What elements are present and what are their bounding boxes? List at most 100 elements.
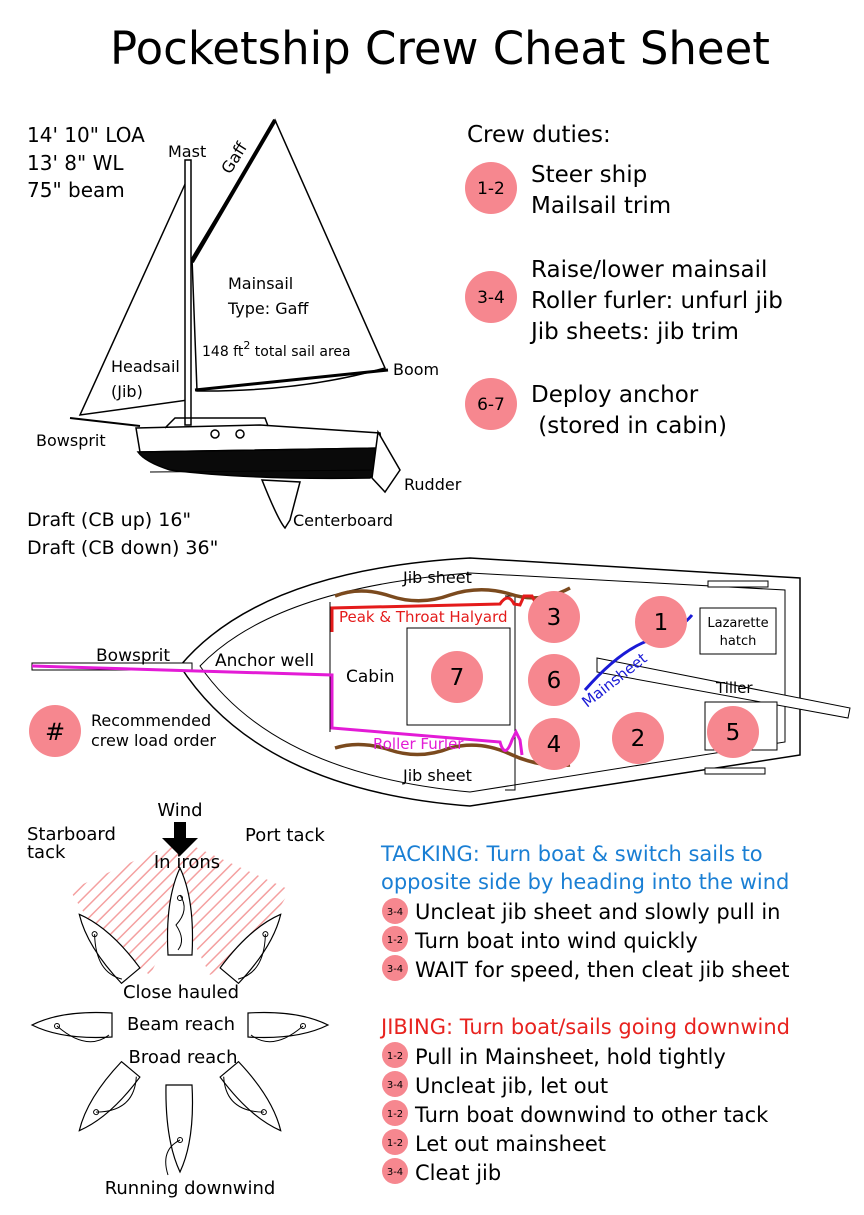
mast-spar xyxy=(184,159,192,426)
badge-circle xyxy=(465,162,517,214)
label-beam-reach: Beam reach xyxy=(127,1014,235,1035)
draft-specs: Draft (CB up) 16" Draft (CB down) 36" xyxy=(27,509,218,559)
cockpit-outline xyxy=(505,595,516,791)
label-centerboard: Centerboard xyxy=(293,511,393,530)
jib-sheet-top-line xyxy=(334,586,571,603)
side-view-illustration xyxy=(69,118,401,530)
mainsail xyxy=(191,118,387,392)
jibing-step: Uncleat jib, let out xyxy=(415,1074,608,1098)
legend-line: Recommended xyxy=(91,711,211,730)
tacking-step: WAIT for speed, then cleat jib sheet xyxy=(415,958,790,982)
label-lazarette-hatch: hatch xyxy=(720,634,757,649)
crew-position-label: 3 xyxy=(547,605,562,631)
cleat xyxy=(704,767,766,775)
headsail-jib xyxy=(78,181,189,416)
label-roller-furler: Roller Furler xyxy=(373,735,464,753)
label-broad-reach: Broad reach xyxy=(129,1047,238,1068)
tacking-heading: TACKING: Turn boat & switch sails to xyxy=(380,842,763,866)
deck-plan: 1 2 3 4 5 6 7 Jib sheet Jib sheet Peak &… xyxy=(29,557,851,807)
jibing-step: Cleat jib xyxy=(415,1161,501,1185)
cabin-side xyxy=(164,417,269,429)
crew-position-label: 1 xyxy=(654,610,669,636)
label-rudder: Rudder xyxy=(404,475,462,494)
crew-position-label: 5 xyxy=(726,720,741,746)
boat-broad-reach-port xyxy=(219,1060,282,1132)
jibing-heading: JIBING: Turn boat/sails going downwind xyxy=(379,1015,790,1039)
badge-circle xyxy=(465,378,517,430)
label-bowsprit-deck: Bowsprit xyxy=(96,646,170,666)
label-close-hauled: Close hauled xyxy=(123,982,239,1003)
lazarette-hatch xyxy=(699,607,777,655)
step-badge xyxy=(382,1071,408,1097)
peak-throat-halyard-line xyxy=(330,594,540,632)
badge-label: 3-4 xyxy=(477,288,505,308)
step-badge xyxy=(382,926,408,952)
deck-inner-outline xyxy=(199,572,786,793)
duty-line: Deploy anchor xyxy=(531,382,699,408)
duty-line: Steer ship xyxy=(531,162,647,188)
duty-line: Jib sheets: jib trim xyxy=(529,319,739,345)
label-bowsprit-side: Bowsprit xyxy=(36,431,106,450)
wind-arrow-icon xyxy=(162,822,198,856)
centerboard xyxy=(260,479,301,530)
boat-close-hauled-starboard xyxy=(78,913,141,985)
porthole xyxy=(235,429,245,439)
rudder xyxy=(371,429,401,494)
crew-position-7 xyxy=(431,651,483,703)
duty-line: Roller furler: unfurl jib xyxy=(531,288,783,314)
label-lazarette: Lazarette xyxy=(707,616,768,631)
jibing-step: Pull in Mainsheet, hold tightly xyxy=(415,1045,726,1069)
label-sail-area: 148 ft2 total sail area xyxy=(202,339,351,360)
jibing-step: Turn boat downwind to other tack xyxy=(414,1103,769,1127)
spec-beam: 75" beam xyxy=(27,178,125,202)
boat-beam-reach-starboard xyxy=(30,1011,113,1043)
badge-circle xyxy=(465,271,517,323)
step-badge-label: 3-4 xyxy=(387,1080,403,1091)
tacking-heading: opposite side by heading into the wind xyxy=(381,870,789,894)
boat-specs: 14' 10" LOA 13' 8" WL 75" beam xyxy=(27,123,145,202)
legend-badge xyxy=(29,705,81,757)
tacking-step: Turn boat into wind quickly xyxy=(414,929,698,953)
badge-label: 1-2 xyxy=(477,179,505,199)
step-badge xyxy=(382,898,408,924)
spec-wl: 13' 8" WL xyxy=(27,151,124,175)
label-jib-sheet-bottom: Jib sheet xyxy=(402,766,472,785)
spec-loa: 14' 10" LOA xyxy=(27,123,145,147)
jib-sheet-bottom-line xyxy=(334,742,571,768)
label-mainsail-type: Type: Gaff xyxy=(227,299,309,318)
duty-line: Mailsail trim xyxy=(531,193,671,219)
label-anchor-well: Anchor well xyxy=(215,651,314,671)
points-of-sail-diagram: Wind Starboard tack Port tack In irons C… xyxy=(27,800,330,1199)
jibing-section: JIBING: Turn boat/sails going downwind 1… xyxy=(379,1015,790,1185)
crew-position-label: 2 xyxy=(631,726,646,752)
label-peak-throat-halyard: Peak & Throat Halyard xyxy=(339,608,508,626)
label-jib: (Jib) xyxy=(111,382,143,401)
crew-position-label: 6 xyxy=(547,668,562,694)
boat-running xyxy=(165,1084,194,1176)
step-badge-label: 1-2 xyxy=(387,1051,403,1062)
crew-position-6 xyxy=(528,654,580,706)
step-badge xyxy=(382,1129,408,1155)
bowsprit-spar xyxy=(69,417,141,427)
boat-broad-reach-starboard xyxy=(78,1060,141,1132)
boat-close-hauled-port xyxy=(219,913,282,985)
side-view-labels: Mast Gaff Mainsail Type: Gaff 148 ft2 to… xyxy=(36,138,462,530)
boat-beam-reach-port xyxy=(247,1011,330,1043)
crew-position-2 xyxy=(612,712,664,764)
step-badge xyxy=(382,1158,408,1184)
label-wind: Wind xyxy=(157,800,202,821)
crew-position-label: 7 xyxy=(450,665,465,691)
step-badge-label: 1-2 xyxy=(387,1109,403,1120)
boat-in-irons xyxy=(166,866,194,956)
badge-label: 6-7 xyxy=(477,395,505,415)
legend-line: crew load order xyxy=(91,731,216,750)
label-starboard-tack: tack xyxy=(27,842,66,863)
label-cabin: Cabin xyxy=(346,667,395,687)
label-mainsail: Mainsail xyxy=(228,274,293,293)
label-port-tack: Port tack xyxy=(245,825,325,846)
draft-cb-up: Draft (CB up) 16" xyxy=(27,509,191,531)
step-badge xyxy=(382,1042,408,1068)
draft-cb-down: Draft (CB down) 36" xyxy=(27,537,218,559)
step-badge-label: 1-2 xyxy=(387,1138,403,1149)
crew-position-label: 4 xyxy=(547,732,562,758)
